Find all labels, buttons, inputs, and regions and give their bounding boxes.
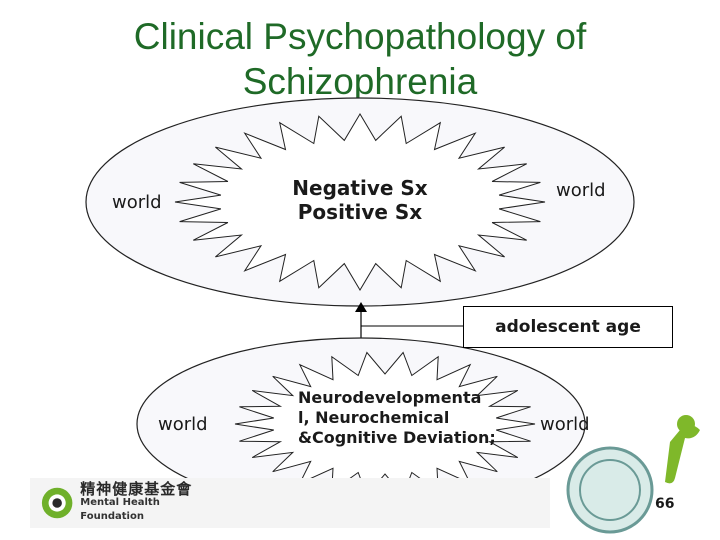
title-line-2: Schizophrenia (242, 61, 478, 102)
foundation-logo: 精神健康基金會 Mental Health Foundation (40, 480, 220, 526)
top-center-text: Negative Sx Positive Sx (270, 176, 450, 224)
bottom-starburst (234, 351, 536, 497)
foundation-name-cn: 精神健康基金會 (80, 480, 193, 498)
decorative-graphics (566, 415, 700, 534)
connector-arrow-head (355, 302, 367, 312)
page-number: 66 (655, 496, 675, 512)
slide-title: Clinical Psychopathology of Schizophreni… (0, 14, 720, 104)
top-right-world-label: world (556, 180, 606, 201)
top-left-world-label: world (112, 192, 162, 213)
bottom-center-text: Neurodevelopmenta l, Neurochemical &Cogn… (298, 388, 496, 447)
adolescent-age-box: adolescent age (463, 306, 673, 348)
positive-sx-label: Positive Sx (297, 200, 423, 224)
foundation-name-en: Mental Health Foundation (80, 497, 160, 522)
negative-sx-label: Negative Sx (292, 176, 428, 200)
bottom-right-world-label: world (540, 414, 590, 435)
bottom-left-world-label: world (158, 414, 208, 435)
title-line-1: Clinical Psychopathology of (133, 16, 587, 57)
top-starburst (174, 113, 546, 291)
foundation-emblem-icon (41, 487, 73, 519)
footer-bar (30, 478, 550, 528)
figure-icon (665, 425, 700, 484)
